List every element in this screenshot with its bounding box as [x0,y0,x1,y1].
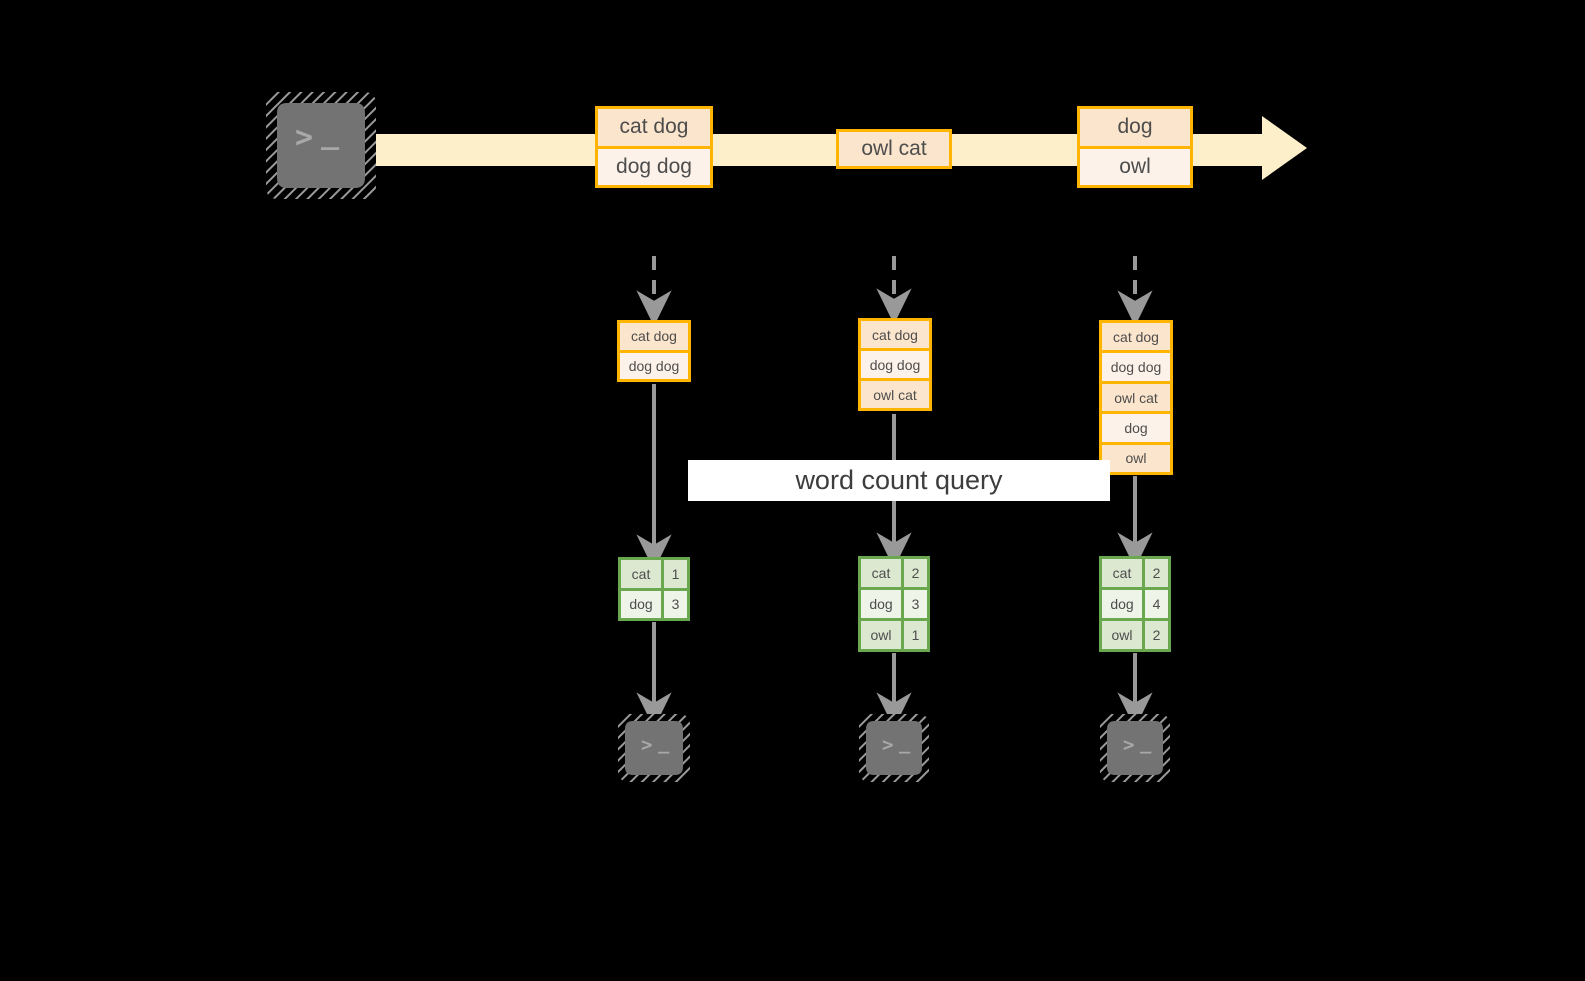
snapshot-3-record-line: owl cat [1102,383,1170,415]
snapshot-1-record-line: dog dog [620,352,688,379]
count-value: 1 [904,621,927,649]
query-label-band: word count query [688,460,1110,501]
stream-event-2-line-1: owl cat [839,132,949,166]
snapshot-2-records[interactable]: cat dog dog dog owl cat [858,318,932,411]
hatch-border [1100,714,1170,782]
count-word: dog [1102,590,1145,618]
hatch-border [266,92,376,199]
table-row: dog 4 [1102,590,1168,621]
stream-event-3[interactable]: dog owl [1077,106,1193,188]
table-row: owl 1 [861,621,927,649]
stream-event-3-line-2: owl [1080,148,1190,185]
hatch-border [618,714,690,782]
terminal-prompt-glyph: > [295,120,314,155]
snapshot-3-record-line: cat dog [1102,323,1170,354]
snapshot-2-word-counts[interactable]: cat 2 dog 3 owl 1 [858,556,930,652]
table-row: owl 2 [1102,621,1168,649]
count-word: cat [1102,559,1145,587]
stream-event-1[interactable]: cat dog dog dog [595,106,713,188]
snapshot-1-record-line: cat dog [620,323,688,353]
terminal-cursor-glyph: _ [321,116,340,151]
count-word: cat [621,560,664,588]
stream-event-1-line-1: cat dog [598,109,710,149]
terminal-prompt-glyph: > [641,734,653,756]
count-value: 2 [904,559,927,587]
count-word: cat [861,559,904,587]
terminal-cursor-glyph: _ [1140,732,1152,754]
snapshot-3-record-line: dog dog [1102,353,1170,384]
terminal-icon-source[interactable]: > _ [266,92,376,199]
snapshot-3-records[interactable]: cat dog dog dog owl cat dog owl [1099,320,1173,475]
count-value: 3 [664,590,687,618]
snapshot-2-record-line: dog dog [861,351,929,381]
snapshot-3-record-line: owl [1102,444,1170,473]
table-row: cat 1 [621,560,687,591]
snapshot-1-word-counts[interactable]: cat 1 dog 3 [618,557,690,621]
snapshot-2-record-line: cat dog [861,321,929,351]
stream-to-snapshot-connectors [636,256,1153,327]
count-word: dog [861,590,904,618]
terminal-icon-sink-3[interactable]: > _ [1100,714,1170,782]
terminal-cursor-glyph: _ [658,732,670,754]
count-word: owl [1102,621,1145,649]
table-row: cat 2 [861,559,927,590]
terminal-icon-sink-1[interactable]: > _ [618,714,690,782]
table-row: cat 2 [1102,559,1168,590]
count-word: owl [861,621,904,649]
query-label-text: word count query [795,465,1003,495]
hatch-border [859,714,929,782]
stream-event-3-line-1: dog [1080,109,1190,149]
snapshot-3-word-counts[interactable]: cat 2 dog 4 owl 2 [1099,556,1171,652]
count-value: 2 [1145,559,1168,587]
snapshot-1-records[interactable]: cat dog dog dog [617,320,691,382]
snapshot-3-record-line: dog [1102,414,1170,445]
terminal-prompt-glyph: > [882,734,894,756]
snapshot-2-record-line: owl cat [861,381,929,408]
terminal-icon-sink-2[interactable]: > _ [859,714,929,782]
count-value: 3 [904,590,927,618]
count-value: 1 [664,560,687,588]
table-row: dog 3 [621,590,687,618]
stream-event-2[interactable]: owl cat [836,129,952,169]
table-row: dog 3 [861,590,927,621]
count-value: 2 [1145,621,1168,649]
count-value: 4 [1145,590,1168,618]
terminal-cursor-glyph: _ [899,732,911,754]
count-word: dog [621,590,664,618]
stream-event-1-line-2: dog dog [598,148,710,185]
terminal-prompt-glyph: > [1123,734,1135,756]
